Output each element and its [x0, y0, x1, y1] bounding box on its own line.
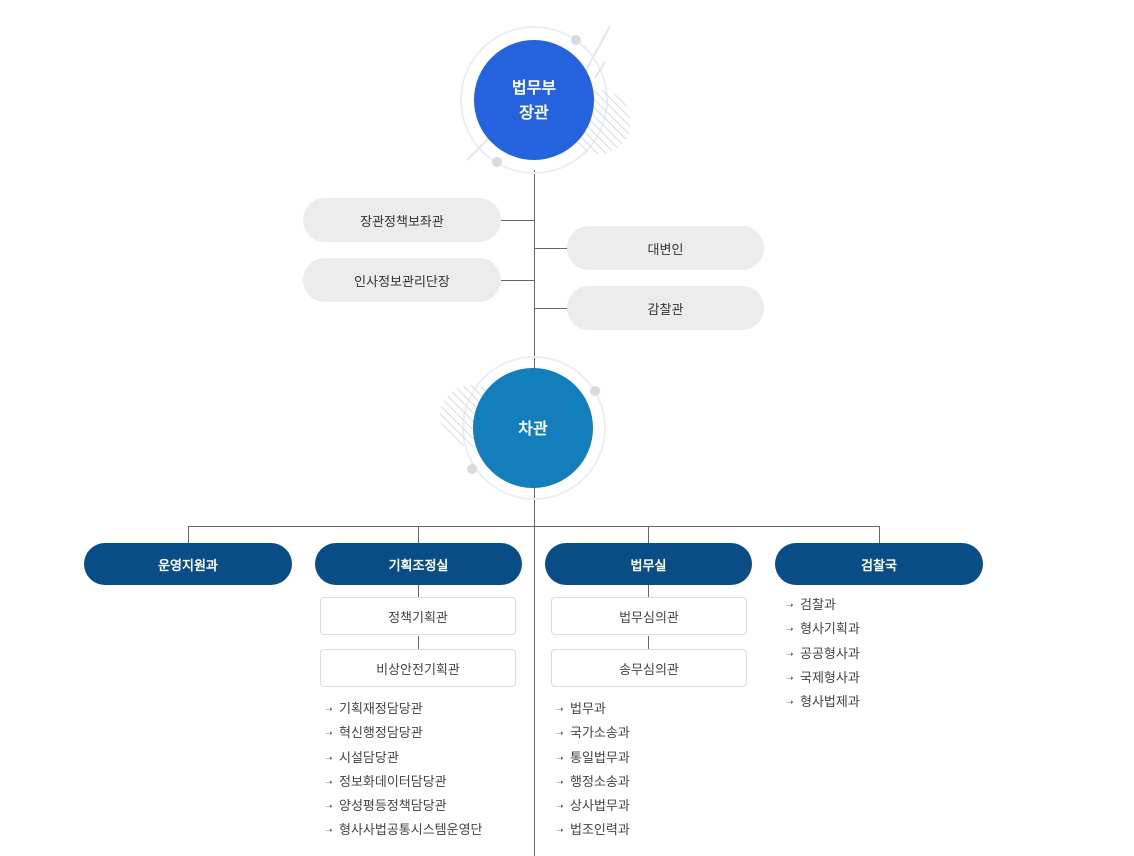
division-label: 혁신행정담당관	[339, 726, 423, 742]
vice-minister-label: 차관	[518, 418, 548, 438]
dept-planning-coordination[interactable]: 기획조정실	[315, 543, 522, 585]
connector-staff-right-1	[535, 248, 567, 249]
list-item[interactable]: ➝ 시설담당관	[325, 747, 483, 771]
connector-staff-right-2	[535, 308, 567, 309]
connector-dept-3	[648, 526, 649, 544]
division-label: 형사기획과	[800, 622, 860, 638]
list-item[interactable]: ➝ 공공형사과	[786, 643, 860, 667]
division-label: 법무과	[570, 702, 606, 717]
prosecution-division-list: ➝ 검찰과 ➝ 형사기획과 ➝ 공공형사과 ➝ 국제형사과 ➝ 형사법제과	[786, 594, 860, 715]
arrow-bullet-icon: ➝	[325, 705, 333, 715]
arrow-bullet-icon: ➝	[556, 802, 564, 813]
dept-label: 운영지원과	[158, 558, 218, 574]
main-trunk-line	[534, 170, 535, 856]
division-label: 형사사법공통시스템운영단	[339, 823, 483, 839]
arrow-bullet-icon: ➝	[786, 625, 794, 636]
arrow-bullet-icon: ➝	[556, 729, 564, 740]
dept-operations-support[interactable]: 운영지원과	[84, 543, 292, 585]
connector-office-3b	[648, 636, 649, 650]
division-label: 공공형사과	[800, 646, 860, 662]
connector-dept-4	[879, 526, 880, 544]
staff-inspector-general[interactable]: 감찰관	[567, 286, 764, 330]
staff-label: 대변인	[647, 242, 684, 258]
connector-staff-left-2	[501, 280, 534, 281]
dept-label: 법무실	[630, 558, 667, 574]
office-label: 법무심의관	[619, 610, 679, 626]
minister-label-line1: 법무부	[511, 78, 557, 97]
arrow-bullet-icon: ➝	[325, 802, 333, 813]
list-item[interactable]: ➝ 상사법무과	[556, 795, 630, 819]
dept-label: 기획조정실	[388, 558, 449, 574]
office-label: 정책기획관	[388, 610, 448, 626]
arrow-bullet-icon: ➝	[325, 826, 333, 837]
connector-office-2a	[418, 584, 419, 598]
vice-minister-node[interactable]: 차관	[473, 368, 593, 488]
department-bus-line	[188, 526, 880, 527]
division-label: 정보화데이터담당관	[339, 774, 447, 790]
list-item[interactable]: ➝ 행정소송과	[556, 771, 630, 795]
division-label: 형사법제과	[800, 695, 860, 711]
staff-label: 장관정책보좌관	[360, 214, 444, 230]
list-item[interactable]: ➝ 양성평등정책담당관	[325, 795, 483, 819]
arrow-bullet-icon: ➝	[556, 777, 564, 788]
connector-office-3a	[648, 584, 649, 598]
list-item[interactable]: ➝ 형사기획과	[786, 618, 860, 642]
office-emergency-safety[interactable]: 비상안전기획관	[320, 649, 516, 687]
office-litigation-review[interactable]: 송무심의관	[551, 649, 747, 687]
planning-division-list: ➝ 기획재정담당관 ➝ 혁신행정담당관 ➝ 시설담당관 ➝ 정보화데이터담당관 ➝ 양성평…	[325, 698, 483, 844]
staff-policy-advisor[interactable]: 장관정책보좌관	[303, 198, 501, 242]
arrow-bullet-icon: ➝	[786, 673, 794, 684]
division-label: 상사법무과	[570, 799, 630, 815]
division-label: 행정소송과	[570, 774, 630, 790]
arrow-bullet-icon: ➝	[325, 753, 333, 764]
dept-legal-affairs[interactable]: 법무실	[545, 543, 752, 585]
arrow-bullet-icon: ➝	[325, 729, 333, 740]
office-label: 송무심의관	[619, 662, 679, 678]
list-item[interactable]: ➝ 형사사법공통시스템운영단	[325, 819, 483, 843]
arrow-bullet-icon: ➝	[786, 649, 794, 660]
arrow-bullet-icon: ➝	[786, 698, 794, 709]
list-item[interactable]: ➝ 정보화데이터담당관	[325, 771, 483, 795]
minister-node[interactable]: 법무부 장관	[474, 40, 594, 160]
office-policy-planning[interactable]: 정책기획관	[320, 597, 516, 635]
connector-staff-left-1	[501, 220, 534, 221]
list-item[interactable]: ➝ 법무과	[556, 698, 630, 722]
division-label: 기획재정담당관	[339, 702, 423, 717]
division-label: 양성평등정책담당관	[339, 799, 447, 815]
list-item[interactable]: ➝ 국제형사과	[786, 667, 860, 691]
division-label: 통일법무과	[570, 750, 630, 766]
office-label: 비상안전기획관	[376, 662, 460, 678]
arrow-bullet-icon: ➝	[556, 705, 564, 715]
division-label: 국제형사과	[800, 670, 860, 686]
connector-dept-1	[188, 526, 189, 544]
list-item[interactable]: ➝ 국가소송과	[556, 722, 630, 746]
list-item[interactable]: ➝ 법조인력과	[556, 819, 630, 843]
list-item[interactable]: ➝ 통일법무과	[556, 747, 630, 771]
list-item[interactable]: ➝ 혁신행정담당관	[325, 722, 483, 746]
minister-label-line2: 장관	[519, 103, 549, 122]
division-label: 법조인력과	[570, 823, 630, 839]
list-item[interactable]: ➝ 형사법제과	[786, 691, 860, 715]
division-label: 국가소송과	[570, 726, 630, 742]
arrow-bullet-icon: ➝	[556, 753, 564, 764]
arrow-bullet-icon: ➝	[556, 826, 564, 837]
staff-personnel-director[interactable]: 인사정보관리단장	[303, 258, 501, 302]
office-legal-review[interactable]: 법무심의관	[551, 597, 747, 635]
dept-prosecution-bureau[interactable]: 검찰국	[775, 543, 983, 585]
division-label: 검찰과	[800, 598, 836, 613]
arrow-bullet-icon: ➝	[786, 601, 794, 611]
connector-office-2b	[418, 636, 419, 650]
list-item[interactable]: ➝ 검찰과	[786, 594, 860, 618]
list-item[interactable]: ➝ 기획재정담당관	[325, 698, 483, 722]
connector-dept-2	[418, 526, 419, 544]
staff-label: 감찰관	[647, 302, 684, 318]
legal-division-list: ➝ 법무과 ➝ 국가소송과 ➝ 통일법무과 ➝ 행정소송과 ➝ 상사법무과 ➝ 법조인력과	[556, 698, 630, 844]
arrow-bullet-icon: ➝	[325, 777, 333, 788]
division-label: 시설담당관	[339, 750, 399, 766]
staff-label: 인사정보관리단장	[354, 274, 450, 290]
staff-spokesperson[interactable]: 대변인	[567, 226, 764, 270]
dept-label: 검찰국	[861, 558, 897, 574]
